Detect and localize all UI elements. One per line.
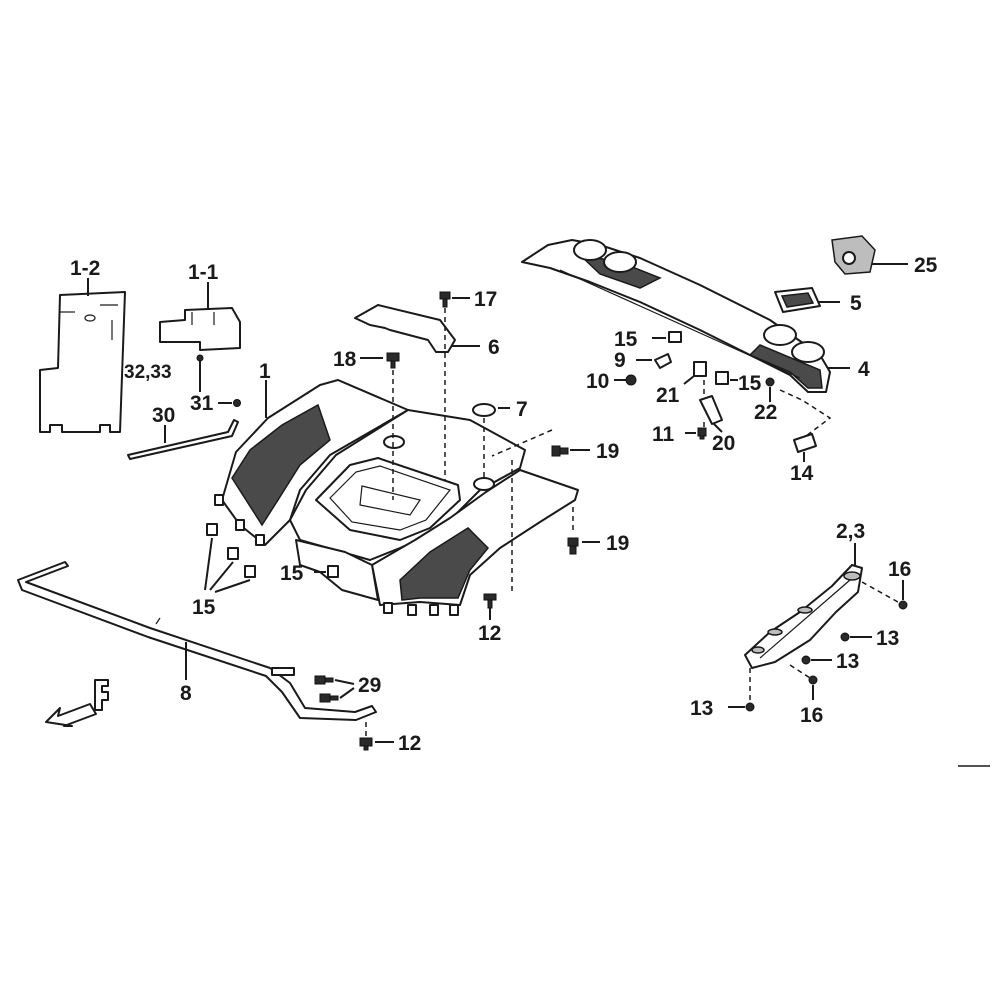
screw-13b-icon [801,655,811,665]
part-14-icon [793,433,817,453]
callout-20: 20 [712,432,735,455]
bolts-29-icon [314,675,339,703]
leader-15a-1 [204,537,213,591]
callout-17: 17 [474,288,497,311]
callout-18: 18 [333,348,357,371]
bolt-11-icon [697,427,707,440]
part-20-icon [699,395,723,425]
nut-10-icon [625,374,637,386]
callout-25: 25 [914,254,938,277]
clips-15-icon [206,523,256,578]
callout-15a: 15 [192,596,216,619]
clip-31-icon [233,399,241,407]
callout-1: 1 [259,360,271,383]
cap-7-icon [472,403,496,417]
callout-19a: 19 [596,440,619,463]
callout-9: 9 [614,349,626,372]
washer-9-icon [654,353,672,369]
callout-14: 14 [790,462,814,485]
callout-5: 5 [850,292,862,315]
callout-4: 4 [858,358,870,381]
screw-16a-icon [898,600,908,610]
callout-16a: 16 [888,558,911,581]
bolt-17-icon [439,291,451,308]
part-8-frame-rail [17,561,377,721]
callout-22: 22 [754,401,777,424]
dash-16b [789,664,811,679]
callout-15d: 15 [738,372,762,395]
callout-19b: 19 [606,532,629,555]
callout-2-3: 2,3 [836,520,865,543]
clip-15b-icon [327,565,339,578]
callout-12a: 12 [478,622,501,645]
callout-31: 31 [190,392,214,415]
screw-13a-icon [840,632,850,642]
bolt-12a-icon [483,593,497,609]
nut-22-icon [765,377,775,387]
bolt-19b-icon [567,537,579,555]
callout-32-33: 32,33 [124,362,172,383]
part-2-3-side-guard [744,564,863,669]
bolt-19a-icon [551,445,569,457]
bolt-12b-icon [359,737,373,751]
callout-16b: 16 [800,704,823,727]
part-1-2-plate [39,291,126,433]
dash-14 [779,389,832,437]
leader-29a [334,679,355,685]
callout-15b: 15 [280,562,304,585]
leader-15a-2 [209,561,234,591]
callout-29: 29 [358,674,381,697]
leader-15a-3 [214,579,251,593]
part-30-rod [127,419,239,460]
callout-12b: 12 [398,732,421,755]
callout-13c: 13 [690,697,713,720]
callout-10: 10 [586,370,609,393]
callout-6: 6 [488,336,500,359]
dash-16a [861,581,899,603]
leader-29b [339,687,355,699]
callout-1-2: 1-2 [70,257,100,280]
part-6-bracket [354,304,456,353]
leader-21 [683,375,695,385]
part-25-hole [842,251,856,265]
part-5-lens-inner [780,292,815,308]
leader-20 [713,423,723,433]
screw-16b-icon [808,675,818,685]
screw-32-33-icon [196,354,204,362]
part-21-icon [693,361,707,377]
callout-7: 7 [516,398,528,421]
bolt-18-icon [386,352,400,369]
callout-13a: 13 [876,627,899,650]
callout-8: 8 [180,682,192,705]
front-arrow-icon [45,679,109,727]
clip-15c-icon [668,331,682,343]
callout-30: 30 [152,404,175,427]
callout-1-1: 1-1 [188,261,219,284]
callout-15c: 15 [614,328,638,351]
front-arrow-letter: F [90,699,91,701]
callout-11: 11 [652,423,675,446]
dash-19a [491,429,553,457]
callout-13b: 13 [836,650,859,673]
clip-15d-icon [715,371,729,385]
part-4-light-bar [521,239,831,393]
part-1-rear-fender [214,379,579,616]
callout-21: 21 [656,384,680,407]
part-1-1-bracket [159,307,241,351]
screw-13c-icon [745,702,755,712]
